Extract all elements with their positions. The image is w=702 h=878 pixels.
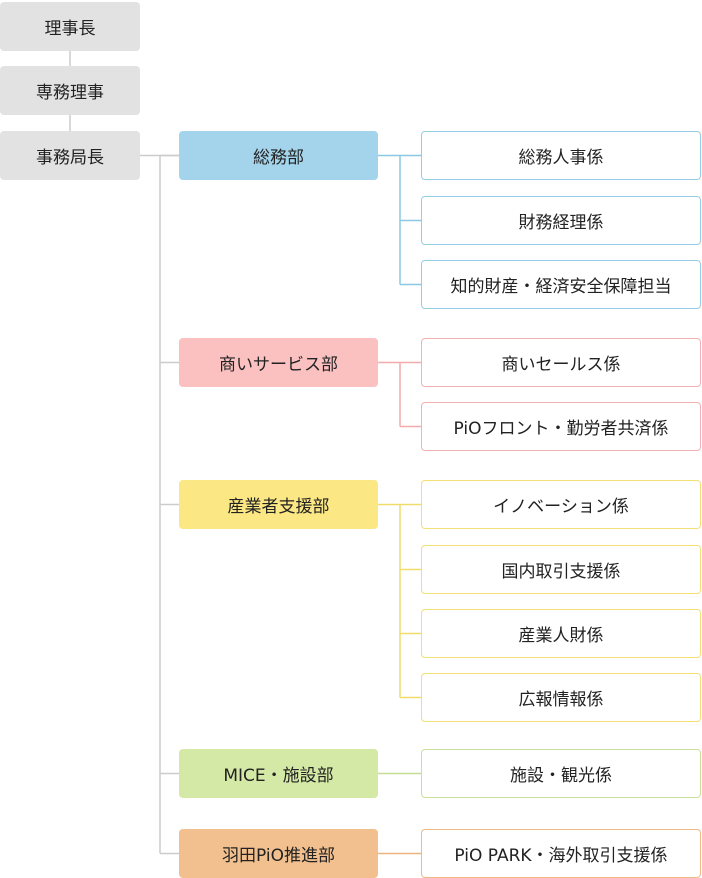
section-box: 財務経理係: [421, 196, 701, 245]
executive-box: 事務局長: [0, 131, 140, 180]
section-box: イノベーション係: [421, 480, 701, 529]
section-box: PiO PARK・海外取引支援係: [421, 829, 701, 878]
department-box: 羽田PiO推進部: [179, 829, 378, 878]
section-box: 広報情報係: [421, 673, 701, 722]
section-box: 国内取引支援係: [421, 545, 701, 594]
section-box: 商いセールス係: [421, 338, 701, 387]
section-box: PiOフロント・勤労者共済係: [421, 402, 701, 451]
executive-box: 専務理事: [0, 66, 140, 115]
department-box: MICE・施設部: [179, 749, 378, 798]
executive-box: 理事長: [0, 2, 140, 51]
section-box: 施設・観光係: [421, 749, 701, 798]
section-box: 総務人事係: [421, 131, 701, 180]
department-box: 産業者支援部: [179, 480, 378, 529]
section-box: 知的財産・経済安全保障担当: [421, 260, 701, 309]
section-box: 産業人財係: [421, 609, 701, 658]
department-box: 商いサービス部: [179, 338, 378, 387]
department-box: 総務部: [179, 131, 378, 180]
